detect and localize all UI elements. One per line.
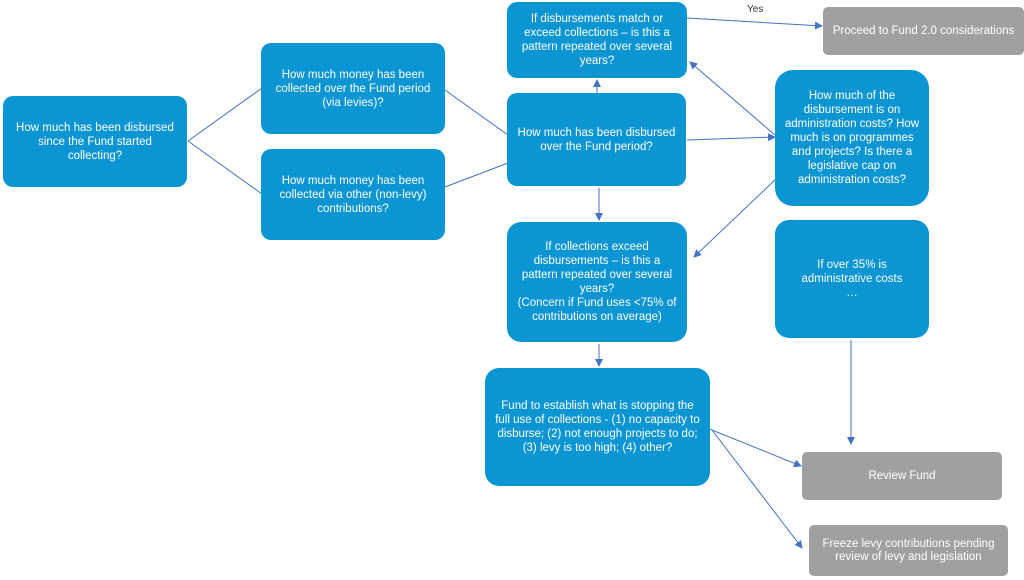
arrow-match-to-proceed — [686, 17, 823, 30]
arrow-establish-to-review — [706, 427, 802, 468]
collected-levies-node: How much money has been collected over t… — [261, 43, 445, 134]
disbursements-match-node: If disbursements match or exceed collect… — [507, 2, 687, 78]
yes-label: Yes — [747, 4, 764, 15]
proceed-fund2-node: Proceed to Fund 2.0 considerations — [823, 7, 1024, 55]
collections-exceed-node: If collections exceed disbursements – is… — [507, 222, 687, 342]
arrow-admin-to-collections-exceed — [693, 177, 778, 258]
admin-costs-question-node: How much of the disbursement is on admin… — [775, 70, 929, 206]
disbursed-since-start-node: How much has been disbursed since the Fu… — [3, 96, 187, 187]
arrow-establish-to-freeze — [711, 429, 803, 549]
establish-stopping-node: Fund to establish what is stopping the f… — [485, 368, 710, 486]
arrow-disbursed-to-admin — [686, 133, 776, 142]
connector-start-to-levies — [187, 87, 263, 142]
connector-other-to-disbursed — [444, 162, 509, 188]
freeze-levy-node: Freeze levy contributions pending review… — [809, 525, 1008, 576]
over-35-node: If over 35% is administrative costs … — [775, 220, 929, 338]
disbursed-fund-period-node: How much has been disbursed over the Fun… — [507, 93, 686, 186]
collected-other-node: How much money has been collected via ot… — [261, 149, 445, 240]
review-fund-node: Review Fund — [802, 452, 1002, 500]
connector-levies-to-disbursed — [444, 89, 509, 136]
connector-start-to-other — [187, 140, 263, 195]
arrow-admin-to-match — [689, 61, 776, 136]
